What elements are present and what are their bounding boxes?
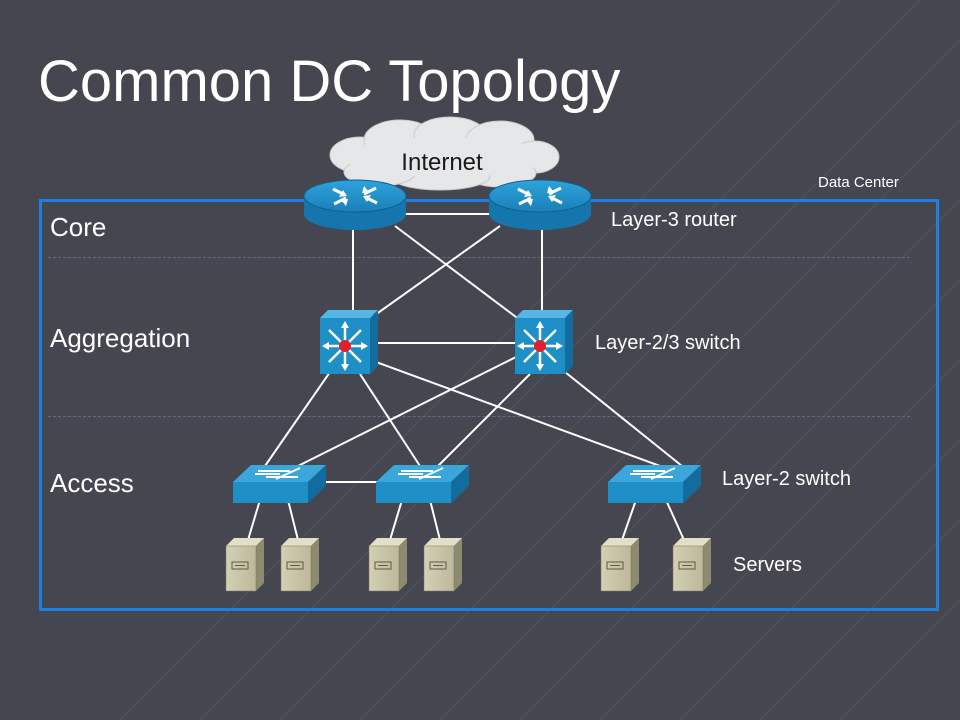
servers	[225, 538, 711, 592]
link-a2-s2	[437, 373, 531, 467]
core-aggregation-divider	[48, 257, 910, 258]
l2-switch-label: Layer-2 switch	[722, 468, 851, 490]
switch-icon	[608, 465, 701, 503]
link-s2-srv4	[429, 499, 441, 541]
link-s3-srv5	[621, 499, 637, 541]
link-r1-a2	[394, 225, 521, 321]
internet-label: Internet	[401, 149, 483, 176]
link-s3-srv6	[665, 499, 685, 541]
layer-label-aggregation: Aggregation	[50, 323, 191, 353]
server-icon	[672, 538, 711, 592]
servers-label: Servers	[733, 554, 802, 576]
link-a2-s3	[564, 371, 683, 467]
link-r2-a1	[367, 225, 501, 321]
switch-icon	[376, 465, 469, 503]
link-a1-s1	[264, 371, 331, 467]
cloud-icon: Internet	[329, 116, 560, 191]
switch-icon	[233, 465, 326, 503]
server-icon	[600, 538, 639, 592]
server-icon	[368, 538, 407, 592]
server-icon	[423, 538, 462, 592]
link-s2-srv3	[389, 499, 403, 541]
link-s1-srv1	[247, 499, 261, 541]
layer-label-access: Access	[50, 468, 134, 498]
data-center-label: Data Center	[818, 174, 899, 191]
slide-title: Common DC Topology	[38, 49, 621, 114]
layer-label-core: Core	[50, 212, 107, 242]
server-icon	[225, 538, 264, 592]
link-s1-srv2	[287, 499, 299, 541]
router-icon	[303, 179, 407, 230]
multilayer-switch-icon	[320, 310, 378, 374]
link-a1-s3	[375, 361, 661, 467]
multilayer-switch-icon	[515, 310, 573, 374]
aggregation-access-divider	[48, 416, 910, 417]
router-icon	[488, 179, 592, 230]
l23-switch-label: Layer-2/3 switch	[595, 332, 741, 354]
links	[247, 213, 685, 541]
router-label: Layer-3 router	[611, 209, 737, 231]
server-icon	[280, 538, 319, 592]
link-a2-s1	[297, 355, 519, 467]
